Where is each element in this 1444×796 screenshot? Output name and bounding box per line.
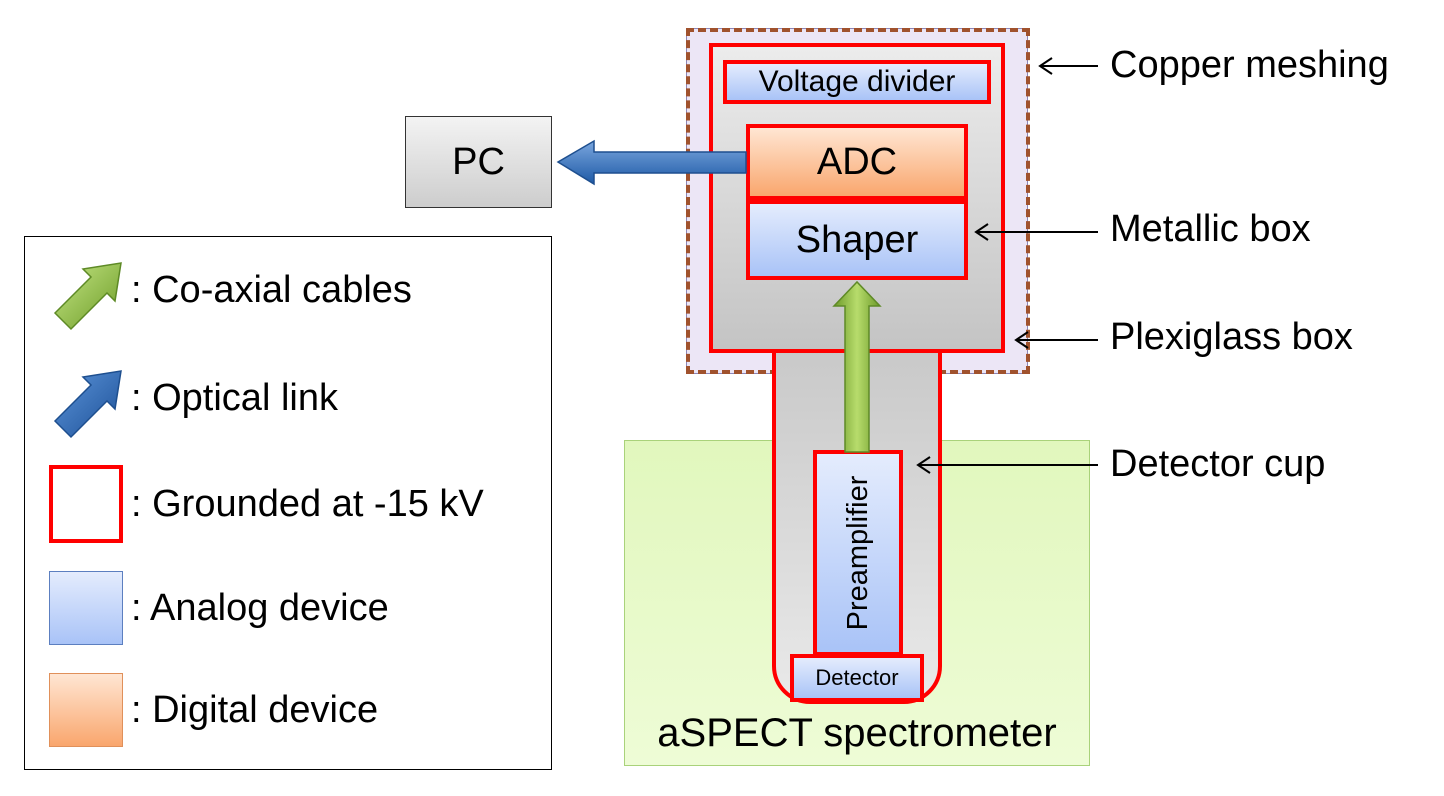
preamplifier-label: Preamplifier <box>841 475 874 631</box>
coaxial-arrow-icon <box>53 262 122 331</box>
preamplifier-box: Preamplifier <box>813 450 903 656</box>
detector-box: Detector <box>790 654 924 702</box>
callout-detector-cup: Detector cup <box>1110 443 1326 485</box>
callout-copper-meshing: Copper meshing <box>1110 44 1389 86</box>
shaper-box: Shaper <box>746 200 968 280</box>
pc-box: PC <box>405 116 552 208</box>
legend-coaxial-label: : Co-axial cables <box>131 269 412 311</box>
legend-analog-swatch <box>49 571 123 645</box>
voltage-divider-box: Voltage divider <box>723 60 991 104</box>
callout-metallic-box: Metallic box <box>1110 208 1311 250</box>
legend-digital-swatch <box>49 673 123 747</box>
arrow-left-icon <box>1038 57 1098 75</box>
callout-plexiglass-box: Plexiglass box <box>1110 316 1353 358</box>
legend-analog-label: : Analog device <box>131 587 389 629</box>
legend-grounded-label: : Grounded at -15 kV <box>131 483 484 525</box>
legend: : Co-axial cables : Optical link : Groun… <box>24 236 552 770</box>
legend-digital-label: : Digital device <box>131 689 379 731</box>
spectrometer-label: aSPECT spectrometer <box>657 710 1057 755</box>
legend-optical-label: : Optical link <box>131 377 338 419</box>
optical-arrow-icon <box>53 370 122 439</box>
legend-grounded-swatch <box>49 465 123 543</box>
adc-box: ADC <box>746 124 968 200</box>
